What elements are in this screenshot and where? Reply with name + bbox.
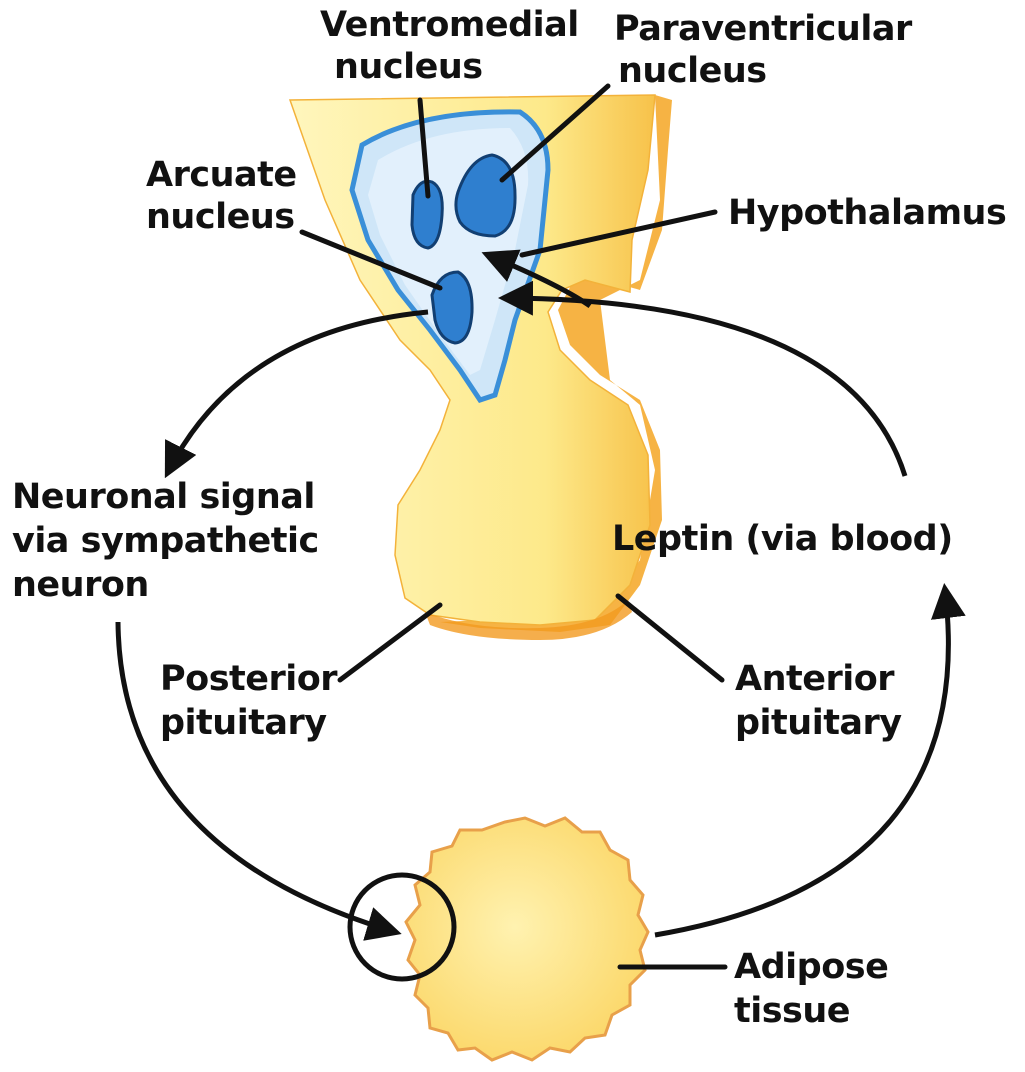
label-adipose: Adipose tissue [734, 947, 900, 1031]
posterior-pituitary-leader [340, 605, 440, 680]
anterior-pituitary-leader [618, 596, 722, 680]
adipose-tissue [406, 818, 648, 1060]
arcuate-to-neuron-arrow [168, 312, 428, 472]
label-arcuate: Arcuate nucleus [146, 155, 308, 237]
label-anterior-pituitary: Anterior pituitary [735, 659, 906, 743]
label-hypothalamus: Hypothalamus [728, 193, 1006, 233]
label-neuronal-signal: Neuronal signal via sympathetic neuron [12, 477, 330, 605]
label-posterior-pituitary: Posterior pituitary [160, 659, 349, 743]
label-paraventricular: Paraventricular nucleus [614, 9, 923, 91]
label-leptin: Leptin (via blood) [612, 519, 953, 559]
label-ventromedial: Ventromedial nucleus [320, 5, 590, 87]
adipose-to-leptin-arrow [655, 590, 948, 935]
adipose-cell [406, 818, 648, 1060]
